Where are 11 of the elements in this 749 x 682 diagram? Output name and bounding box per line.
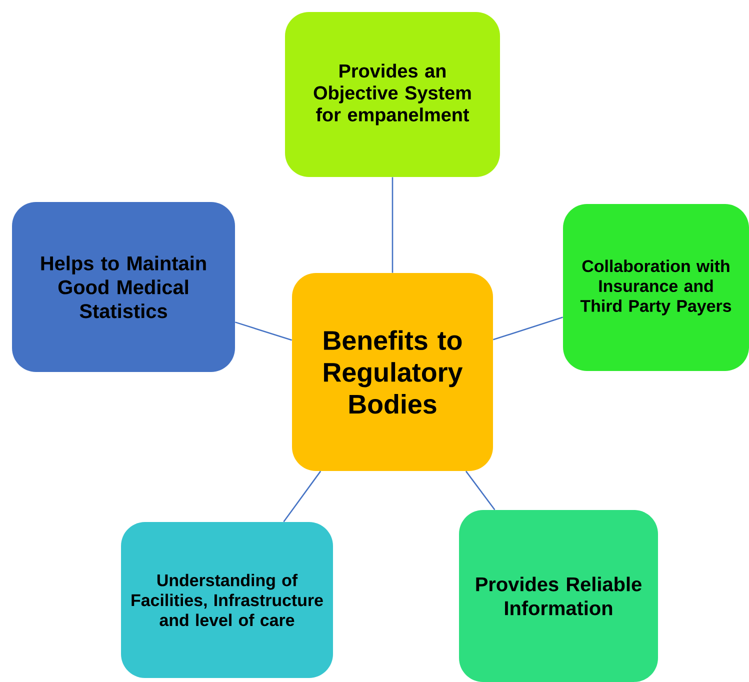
rounded-box: Provides an Objective System for empanelment (285, 12, 500, 177)
connector-line (465, 470, 496, 510)
connector-line (493, 316, 563, 340)
rounded-box: Helps to Maintain Good Medical Statistics (12, 202, 235, 372)
connector-line (392, 177, 394, 273)
rounded-box: Provides Reliable Information (459, 510, 658, 682)
connector-line (235, 322, 292, 341)
rounded-box: Benefits to Regulatory Bodies (292, 273, 493, 471)
rounded-box: Understanding of Facilities, Infrastructure and level of care (121, 522, 333, 678)
connector-line (283, 470, 322, 522)
rounded-box: Collaboration with Insurance and Third Party Payers (563, 204, 749, 371)
